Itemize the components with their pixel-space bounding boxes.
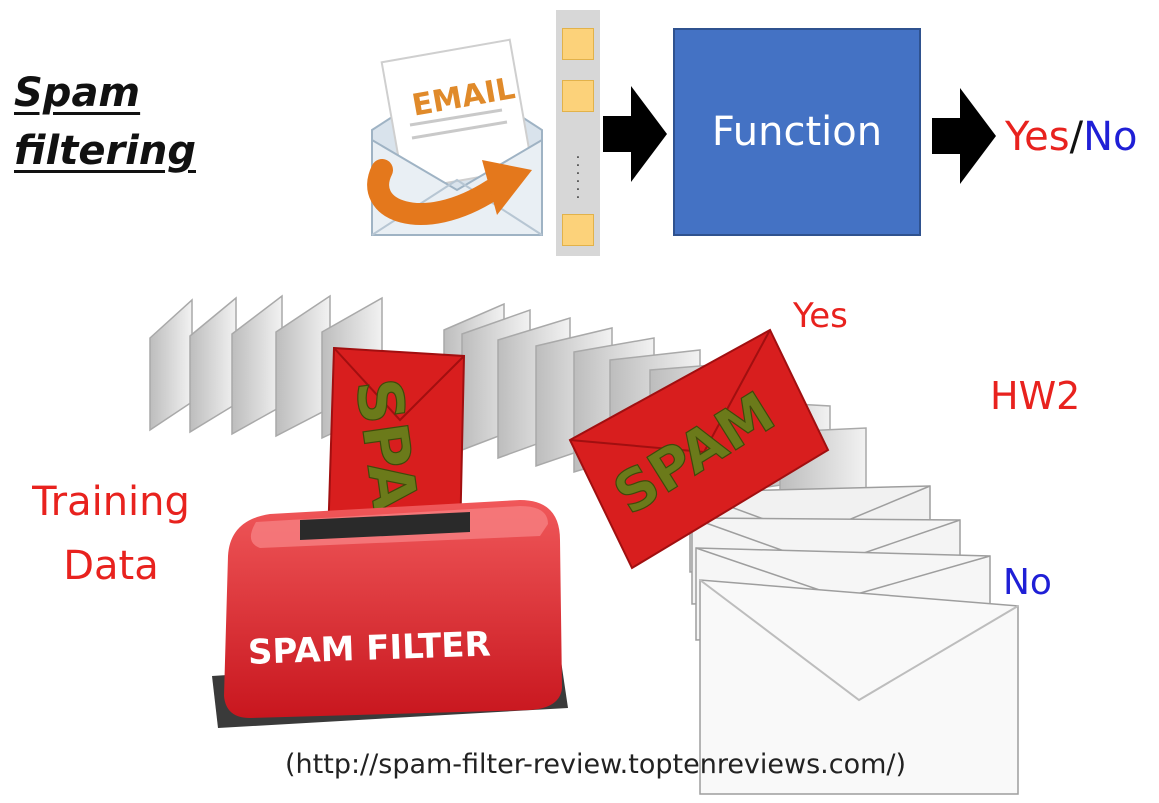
envelope-icon [699, 579, 1019, 795]
feature-cell [562, 80, 594, 112]
output-separator: / [1069, 114, 1084, 160]
output-label: Yes/No [1005, 112, 1137, 162]
output-no: No [1083, 114, 1138, 160]
envelope-icon [231, 294, 283, 436]
feature-cell [562, 214, 594, 246]
envelope-icon [189, 296, 237, 434]
function-label: Function [711, 109, 883, 155]
title-line-1: Spam [14, 70, 141, 116]
feature-vector: . . . . . . [556, 10, 600, 256]
yes-label: Yes [793, 296, 848, 336]
function-box: Function [673, 28, 921, 236]
envelope-icon [149, 298, 193, 432]
training-data-label: Training Data [22, 470, 200, 598]
ellipsis-dots: . . . . . . [575, 146, 581, 202]
email-icon: EMAIL [367, 38, 543, 236]
training-label-line-1: Training [32, 479, 190, 525]
feature-cell [562, 28, 594, 60]
page-title: Spam filtering [14, 64, 196, 180]
arrow-right-icon [932, 88, 996, 184]
spam-filter-label: SPAM FILTER [247, 624, 491, 672]
spam-filter-box: SPAM FILTER [212, 500, 568, 728]
source-url: (http://spam-filter-review.toptenreviews… [285, 749, 907, 780]
no-label: No [1003, 562, 1052, 603]
envelope-icon [568, 328, 830, 570]
output-yes: Yes [1005, 114, 1070, 160]
training-label-line-2: Data [63, 543, 159, 589]
arrow-right-icon [603, 86, 667, 182]
title-line-2: filtering [14, 128, 196, 174]
ham-envelopes [689, 485, 1019, 795]
hw2-label: HW2 [990, 374, 1081, 418]
